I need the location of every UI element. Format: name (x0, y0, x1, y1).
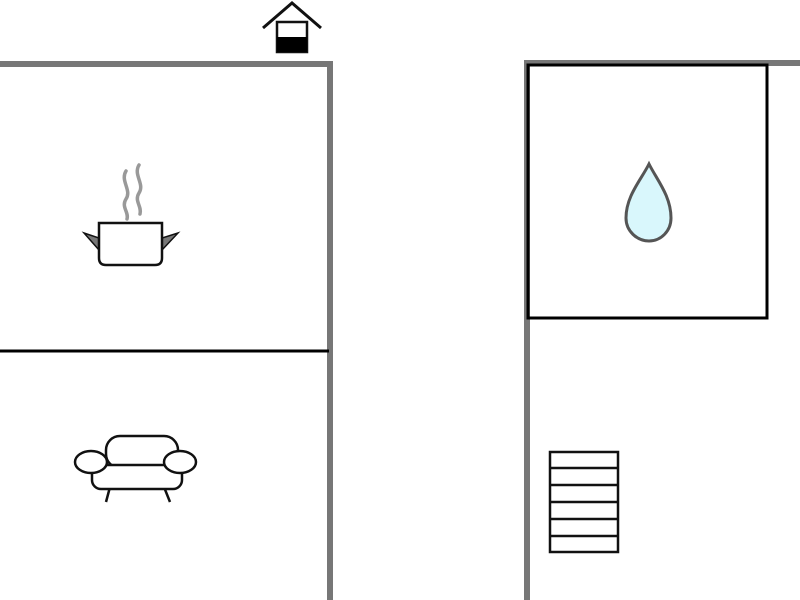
sofa-seat (90, 463, 184, 491)
left-wing (0, 61, 333, 600)
entrance-roof (262, 1, 322, 30)
sofa-armrest-right (162, 449, 198, 475)
sofa-icon[interactable] (73, 434, 198, 503)
pot-body (97, 221, 164, 267)
water-drop-shape (624, 160, 673, 243)
left-wing-outer-wall (0, 61, 333, 600)
entrance-door-fill (277, 37, 307, 52)
sofa-armrest-left (73, 449, 109, 475)
steam-right (135, 163, 143, 216)
cooking-pot-icon[interactable] (81, 163, 181, 267)
bathroom-room-outline (526, 63, 769, 320)
staircase-icon[interactable] (548, 450, 620, 554)
house-entrance-icon[interactable] (262, 1, 322, 54)
right-wing-outer-wall (524, 60, 800, 600)
right-wing (524, 60, 800, 600)
water-drop-icon[interactable] (624, 160, 673, 243)
steam-left (122, 169, 130, 221)
